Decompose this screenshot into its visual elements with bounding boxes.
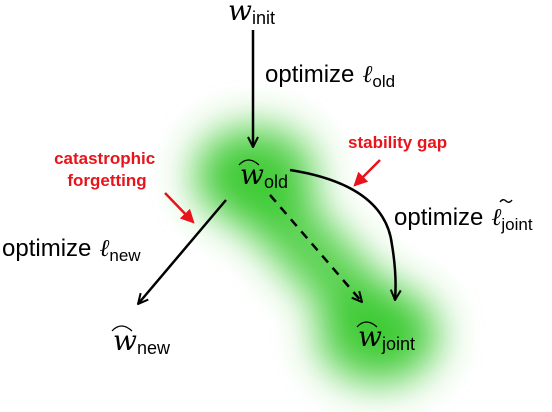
node-w-joint: wjoint <box>356 320 415 354</box>
arrow-old-to-joint-dashed <box>269 194 362 302</box>
arrow-old-to-joint-curved <box>289 168 396 300</box>
arrow-old-to-new <box>138 199 227 304</box>
svg-text:wnew: wnew <box>113 324 171 358</box>
svg-text:wold: wold <box>240 158 288 192</box>
annotation-stability-gap: stability gap <box>348 133 447 152</box>
svg-text:wjoint: wjoint <box>358 320 415 354</box>
hat-mark <box>111 325 133 332</box>
hat-mark <box>238 159 260 166</box>
stability-gap-arrow <box>353 159 381 187</box>
catastrophic-forgetting-arrow <box>164 192 195 224</box>
node-w-old: wold <box>238 158 288 192</box>
node-w-init: winit <box>228 0 275 28</box>
tilde-mark <box>499 199 513 203</box>
node-w-new: wnew <box>111 324 171 358</box>
hat-mark <box>356 321 378 328</box>
loss-basin-glow <box>193 125 440 385</box>
annotation-catastrophic-forgetting: catastrophic forgetting <box>54 149 160 190</box>
